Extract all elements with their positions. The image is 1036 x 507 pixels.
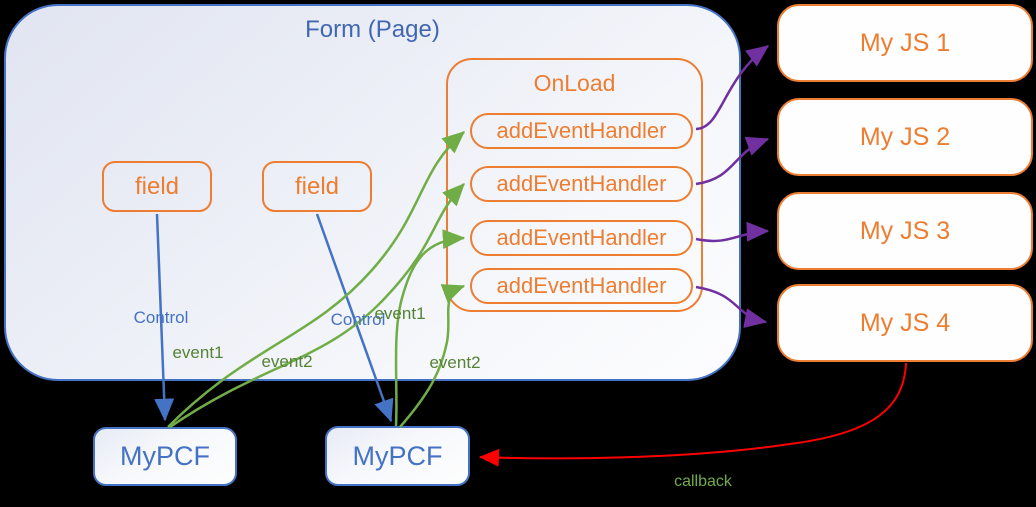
field-1-label: field [134, 172, 180, 200]
add-event-handler-4-label: addEventHandler [496, 273, 667, 298]
my-pcf-2-label: MyPCF [352, 440, 443, 471]
my-pcf-2-box: MyPCF [325, 426, 470, 486]
add-event-handler-1-label: addEventHandler [496, 118, 667, 143]
field-box-1: field [102, 161, 212, 212]
event2-label-a: event2 [261, 352, 313, 371]
field-2-label: field [294, 172, 340, 200]
add-event-handler-3: addEventHandler [470, 220, 693, 256]
my-js-3-label: My JS 3 [859, 216, 951, 245]
my-js-1-label: My JS 1 [859, 28, 951, 57]
event2-label-b: event2 [429, 353, 481, 372]
my-js-4-box: My JS 4 [777, 284, 1033, 362]
control-label-1: Control [133, 308, 189, 327]
add-event-handler-2: addEventHandler [470, 166, 693, 202]
onload-title: OnLoad [533, 70, 616, 96]
my-js-2-label: My JS 2 [859, 122, 951, 151]
callback-label: callback [674, 473, 732, 490]
my-js-1-box: My JS 1 [777, 4, 1033, 82]
my-js-4-label: My JS 4 [859, 308, 951, 337]
field-box-2: field [262, 161, 372, 212]
my-js-2-box: My JS 2 [777, 98, 1033, 176]
add-event-handler-1: addEventHandler [470, 113, 693, 149]
my-pcf-1-box: MyPCF [93, 427, 237, 486]
my-js-3-box: My JS 3 [777, 192, 1033, 270]
event1-label-b: event1 [374, 304, 426, 323]
add-event-handler-2-label: addEventHandler [496, 171, 667, 196]
my-pcf-1-label: MyPCF [120, 441, 210, 471]
event1-label-a: event1 [172, 343, 224, 362]
add-event-handler-4: addEventHandler [470, 268, 693, 304]
form-page-title: Form (Page) [305, 16, 440, 43]
add-event-handler-3-label: addEventHandler [496, 225, 667, 250]
